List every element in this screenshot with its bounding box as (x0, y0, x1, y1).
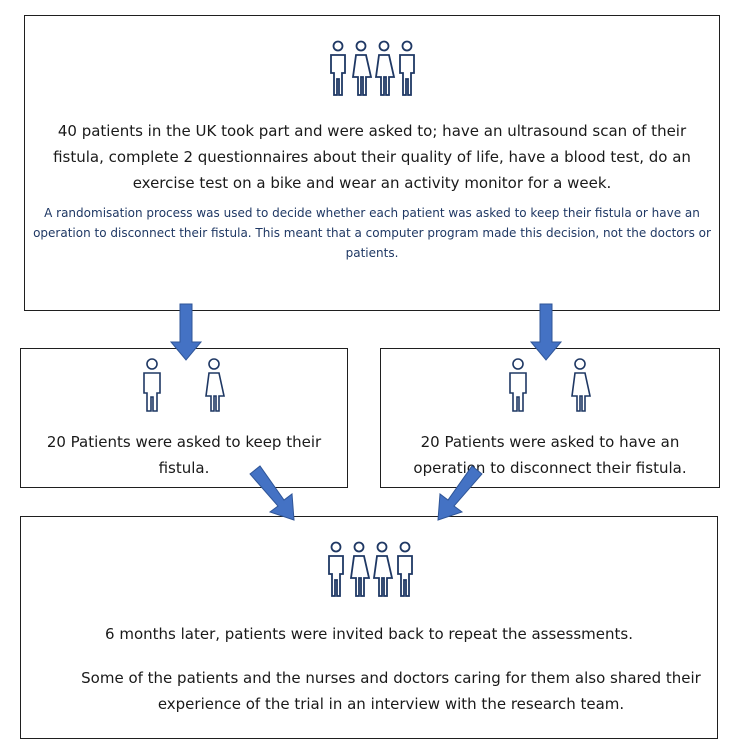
interview-text: Some of the patients and the nurses and … (81, 669, 701, 713)
arrow-diag-right (437, 465, 483, 521)
randomisation-text: A randomisation process was used to deci… (33, 206, 711, 260)
disconnect-fistula-box: 20 Patients were asked to have an operat… (380, 348, 720, 488)
keep-fistula-text: 20 Patients were asked to keep their fis… (46, 433, 322, 477)
male-person-icon (143, 358, 161, 412)
female-person-icon (205, 358, 225, 412)
keep-fistula-box: 20 Patients were asked to keep their fis… (20, 348, 348, 488)
step-all-patients-box: 40 patients in the UK took part and were… (24, 15, 720, 311)
all-patients-text: 40 patients in the UK took part and were… (53, 122, 691, 192)
disconnect-fistula-text: 20 Patients were asked to have an operat… (413, 433, 687, 477)
group-people-icon (325, 541, 417, 599)
arrow-diag-left (249, 465, 295, 521)
group-people-icon (327, 40, 419, 98)
arrow-down-right (529, 303, 563, 361)
female-person-icon (571, 358, 591, 412)
male-person-icon (509, 358, 527, 412)
follow-up-box: 6 months later, patients were invited ba… (20, 516, 718, 739)
male-female-pair-icon (503, 357, 599, 413)
follow-up-text: 6 months later, patients were invited ba… (105, 625, 633, 643)
arrow-down-left (169, 303, 203, 361)
male-female-pair-icon (137, 357, 233, 413)
